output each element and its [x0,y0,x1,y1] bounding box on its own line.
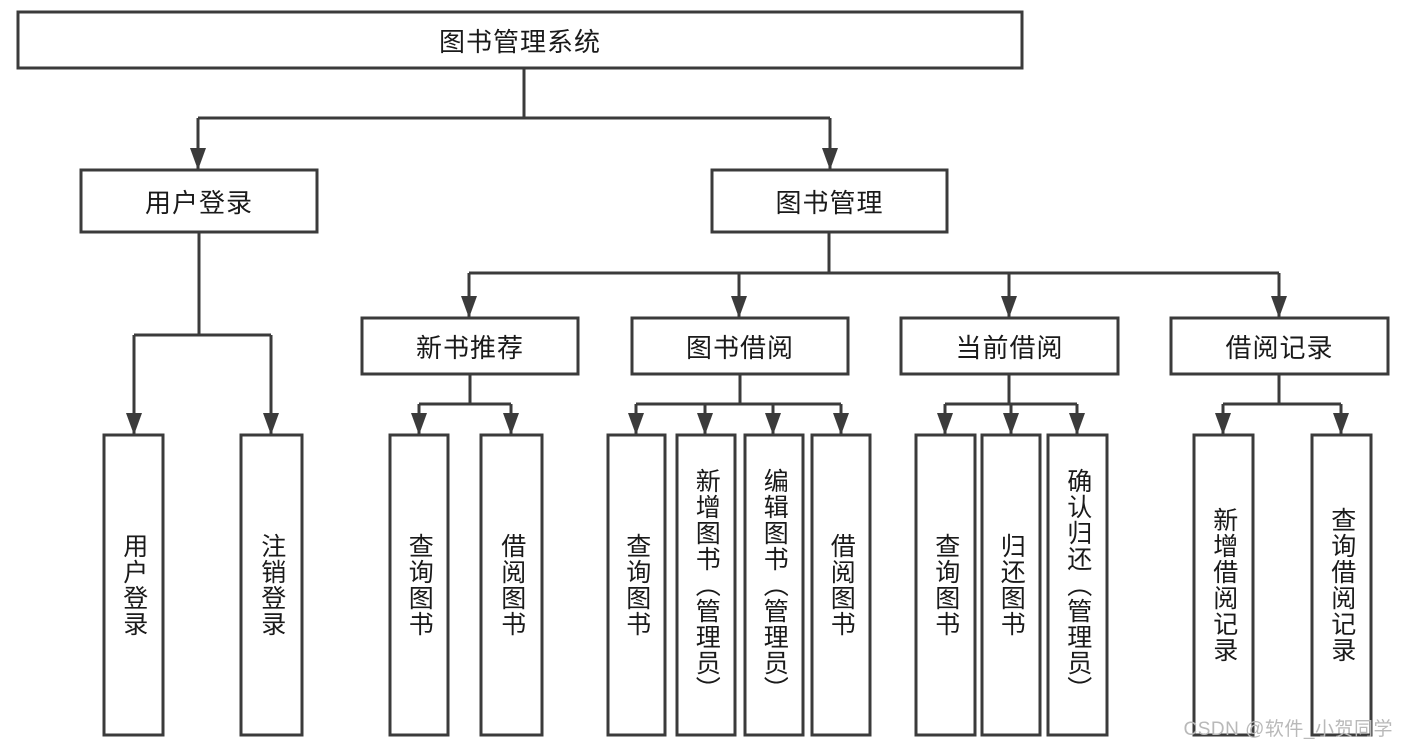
node-box-leaf-borrow-book-2[interactable] [810,433,872,737]
arrow-head-icon [731,296,747,318]
arrow-head-icon [1003,413,1019,435]
node-box-leaf-add-book[interactable] [675,433,737,737]
arrow-head-icon [1001,296,1017,318]
node-box-leaf-query-book-3[interactable] [914,433,977,737]
node-box-root[interactable] [16,10,1024,70]
edges-layer [126,68,1349,435]
node-box-leaf-confirm-return[interactable] [1046,433,1109,737]
node-box-leaf-user-logout[interactable] [239,433,304,737]
node-box-current-borrow[interactable] [899,316,1120,376]
node-box-leaf-user-login[interactable] [102,433,165,737]
arrow-head-icon [697,413,713,435]
node-box-leaf-query-record[interactable] [1310,433,1373,737]
arrow-head-icon [503,413,519,435]
boxes-layer [16,10,1390,737]
node-box-user-login[interactable] [79,168,319,234]
arrow-head-icon [190,148,206,170]
arrow-head-icon [1215,413,1231,435]
arrow-head-icon [822,148,838,170]
arrow-head-icon [1271,296,1287,318]
arrow-head-icon [126,413,142,435]
arrow-head-icon [1333,413,1349,435]
node-box-leaf-query-book-2[interactable] [606,433,667,737]
arrow-head-icon [937,413,953,435]
arrow-head-icon [833,413,849,435]
arrow-head-icon [411,413,427,435]
node-box-leaf-add-record[interactable] [1192,433,1255,737]
node-box-leaf-return-book[interactable] [980,433,1042,737]
node-box-new-book-recommend[interactable] [360,316,580,376]
node-box-borrow-record[interactable] [1169,316,1390,376]
node-box-leaf-edit-book[interactable] [743,433,805,737]
node-box-book-manage[interactable] [710,168,949,234]
node-box-leaf-query-book-1[interactable] [388,433,450,737]
arrow-head-icon [263,413,279,435]
arrow-head-icon [1069,413,1085,435]
arrow-head-icon [461,296,477,318]
arrow-head-icon [765,413,781,435]
node-box-leaf-borrow-book-1[interactable] [479,433,544,737]
arrow-head-icon [628,413,644,435]
node-box-book-borrow[interactable] [630,316,850,376]
